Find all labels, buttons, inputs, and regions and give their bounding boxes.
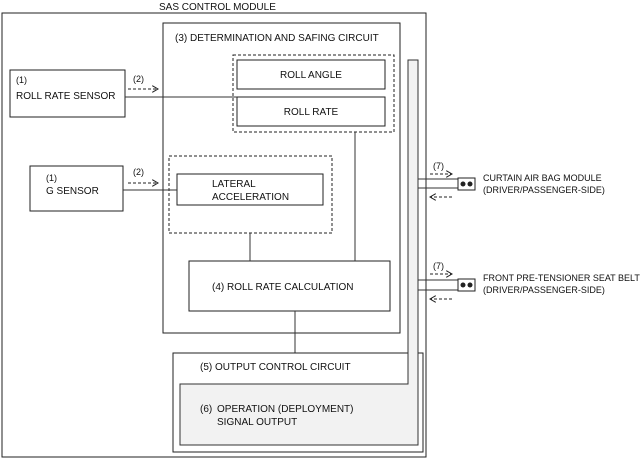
pretensioner-num: (7) [433,261,444,271]
determination-title: (3) DETERMINATION AND SAFING CIRCUIT [175,33,379,44]
pretensioner-line1: FRONT PRE-TENSIONER SEAT BELT [483,273,640,283]
lateral-label-line2: ACCELERATION [212,192,289,203]
g-sensor-box [29,165,124,212]
pretensioner-pin-icon [467,282,473,288]
roll-sensor-label: ROLL RATE SENSOR [16,91,115,102]
curtain-pin-icon [460,181,466,187]
roll-rate-label: ROLL RATE [284,107,339,118]
g-sensor-label: G SENSOR [46,186,99,197]
roll-sensor-arrow-num: (2) [133,74,144,84]
g-sensor-num: (1) [46,173,57,183]
pretensioner-connector-icon [457,278,476,292]
signal-output-line1: OPERATION (DEPLOYMENT) [217,404,354,415]
roll-rate-sensor-box [9,69,126,118]
lateral-label-line1: LATERAL [212,179,256,190]
curtain-pin-icon [467,181,473,187]
roll-rate-calculation-box [188,260,391,312]
roll-rate-calculation-label: (4) ROLL RATE CALCULATION [212,282,354,293]
roll-angle-box [236,59,386,90]
curtain-connector-icon [457,177,476,191]
curtain-line2: (DRIVER/PASSENGER-SIDE) [483,185,605,195]
signal-output-num: (6) [200,404,212,415]
curtain-line1: CURTAIN AIR BAG MODULE [483,173,602,183]
roll-sensor-num: (1) [16,75,27,85]
curtain-num: (7) [433,161,444,171]
g-sensor-arrow-num: (2) [133,167,144,177]
signal-output-path [179,59,419,446]
module-title: SAS CONTROL MODULE [159,2,276,13]
output-control-title: (5) OUTPUT CONTROL CIRCUIT [200,362,351,373]
roll-angle-label: ROLL ANGLE [280,70,342,81]
pretensioner-line2: (DRIVER/PASSENGER-SIDE) [483,285,605,295]
signal-output-line2: SIGNAL OUTPUT [217,417,297,428]
roll-group-dashed [232,54,395,133]
roll-rate-box [236,96,386,127]
pretensioner-pin-icon [460,282,466,288]
lateral-acceleration-box [176,173,324,206]
